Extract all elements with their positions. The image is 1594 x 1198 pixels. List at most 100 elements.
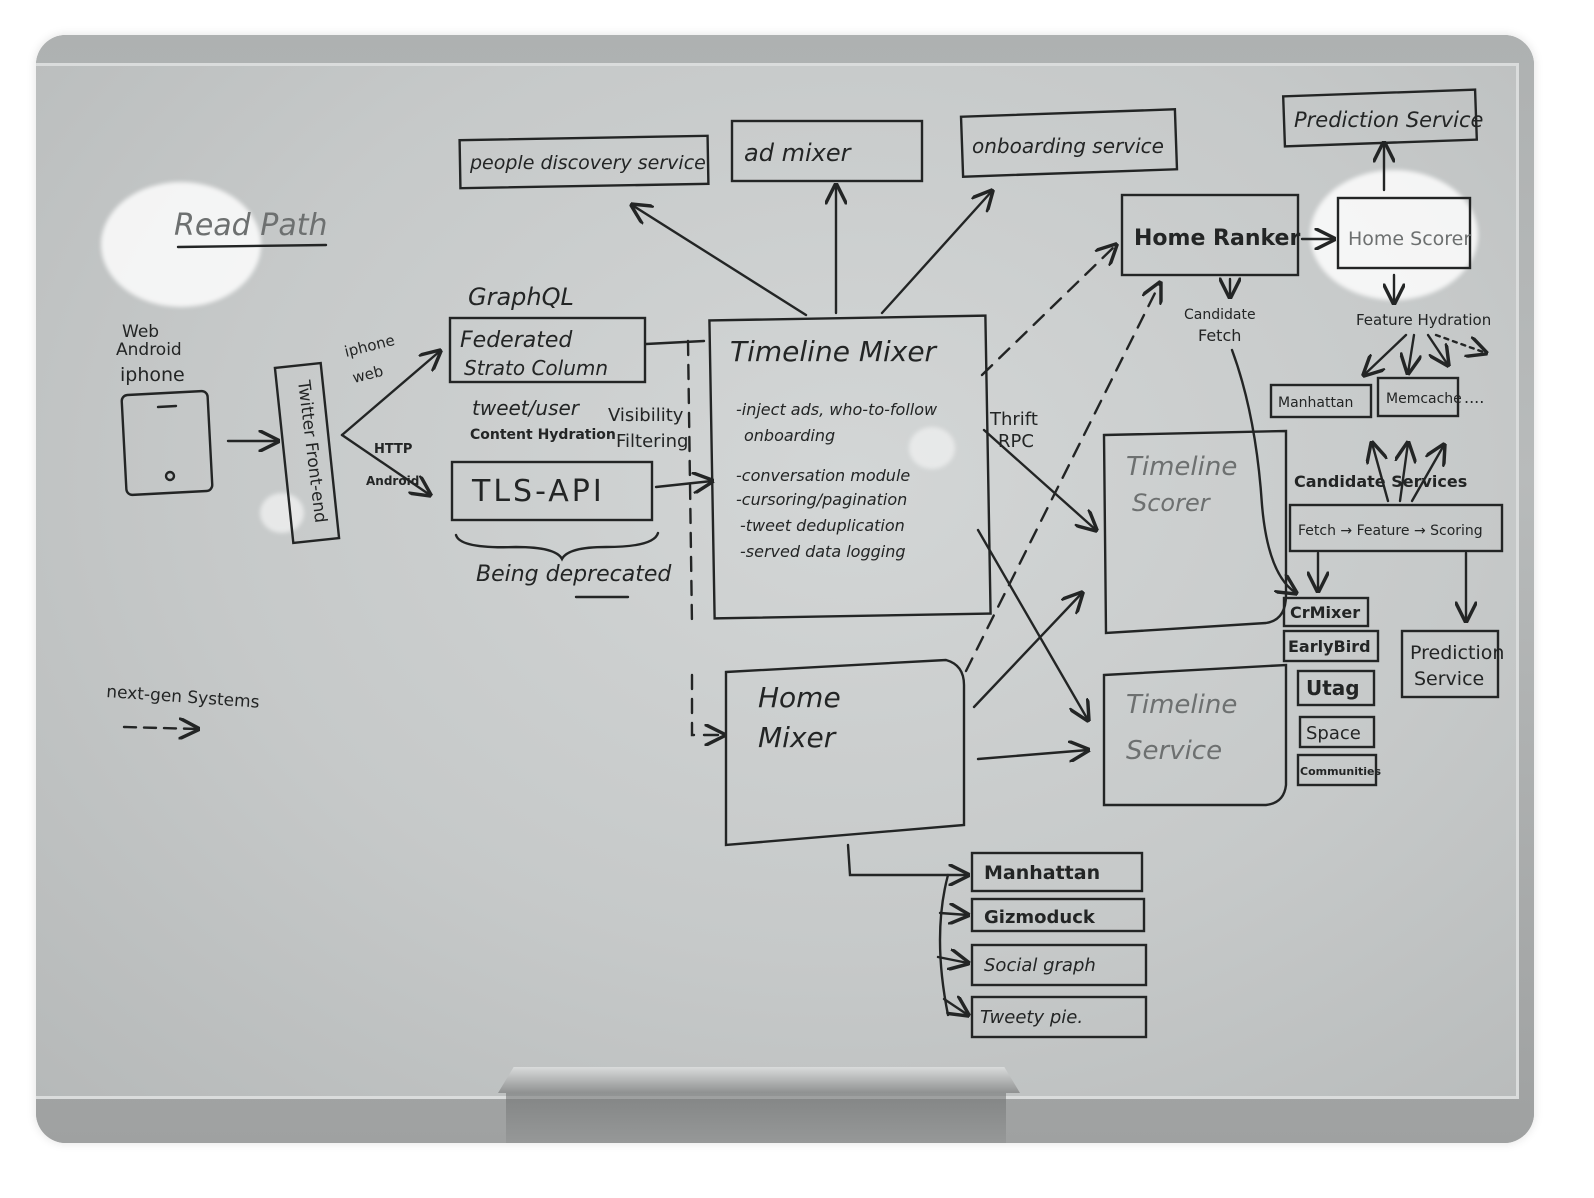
ad-mixer-box xyxy=(730,119,924,183)
home-mixer-label-1: Home xyxy=(758,681,841,714)
candidate-fetch-label-2: Fetch xyxy=(1198,326,1241,345)
edge-label-iphone: iphone xyxy=(343,331,397,361)
gizmoduck-dep-box xyxy=(970,897,1146,933)
ad-mixer-label: ad mixer xyxy=(744,139,853,167)
timeline-scorer-label-2: Scorer xyxy=(1132,489,1212,517)
prediction-service-bottom-label-2: Service xyxy=(1414,668,1484,690)
being-deprecated-label: Being deprecated xyxy=(476,562,672,587)
arrow-hydration-more xyxy=(1426,333,1448,365)
content-hydration-note: Content Hydration xyxy=(470,427,616,443)
arrow-mixer-onboarding xyxy=(880,191,992,315)
edge-label-http: HTTP xyxy=(374,442,412,457)
light-glare-left xyxy=(101,182,261,307)
tm-bullet-1: -inject ads, who-to-follow xyxy=(736,400,938,419)
arrow-tls-mixer xyxy=(654,481,712,487)
earlybird-box xyxy=(1282,629,1380,663)
tweet-user-note: tweet/user xyxy=(472,396,581,420)
arrow-candidate-up-3 xyxy=(1410,445,1444,503)
title-underline xyxy=(176,243,328,249)
client-iphone-label: iphone xyxy=(120,364,185,386)
onboarding-label: onboarding service xyxy=(972,134,1164,158)
store-memcache-label: Memcache xyxy=(1386,391,1462,407)
marker-tray-shadow xyxy=(506,1093,1006,1143)
timeline-service-label-1: Timeline xyxy=(1126,690,1237,720)
arrow-hydration-manhattan xyxy=(1364,333,1408,375)
dashed-mixer-ranker xyxy=(980,245,1116,377)
timeline-mixer-box xyxy=(708,314,992,620)
arrow-mixer-tlservice xyxy=(976,528,1088,720)
home-ranker-label: Home Ranker xyxy=(1134,226,1300,251)
dashed-to-homemixer xyxy=(690,673,724,735)
legend-label: next-gen Systems xyxy=(106,682,261,713)
whiteboard-drawing: Read Path Web Android iphone Twitter Fro… xyxy=(106,88,1504,1039)
rpc-label: RPC xyxy=(998,431,1034,452)
phone-icon xyxy=(120,389,214,497)
home-scorer-box xyxy=(1336,196,1472,270)
prediction-service-bottom-box xyxy=(1400,629,1500,699)
visibility-note: Visibility xyxy=(608,405,684,426)
cs-space-label: Space xyxy=(1306,723,1361,744)
utag-box xyxy=(1296,669,1376,707)
prediction-service-bottom-label-1: Prediction xyxy=(1410,642,1504,664)
thrift-label: Thrift xyxy=(989,409,1038,430)
arrow-to-socialgraph xyxy=(936,957,968,963)
people-discovery-box xyxy=(458,134,710,190)
store-more-label: .... xyxy=(1464,388,1484,407)
tm-bullet-2: onboarding xyxy=(744,426,835,445)
strato-column-label: Strato Column xyxy=(464,356,608,380)
arrow-homemixer-tlscorer xyxy=(972,593,1082,709)
arrow-fetch-crmixer xyxy=(1230,348,1296,593)
onboarding-box xyxy=(959,108,1179,178)
tm-bullet-5: -tweet deduplication xyxy=(740,516,905,535)
store-manhattan-label: Manhattan xyxy=(1278,395,1353,411)
timeline-service-box xyxy=(1102,663,1288,807)
arrow-hydration-more2 xyxy=(1434,333,1486,353)
tm-bullet-3: -conversation module xyxy=(736,466,910,485)
home-ranker-box xyxy=(1120,193,1300,277)
whiteboard xyxy=(36,63,1519,1099)
cs-communities-label: Communities xyxy=(1300,765,1381,778)
home-mixer-label-2: Mixer xyxy=(758,721,837,754)
manhattan-store-box xyxy=(1269,383,1373,419)
arrow-graphql-mixer xyxy=(644,339,706,346)
feature-hydration-label: Feature Hydration xyxy=(1356,311,1491,329)
timeline-service-label-2: Service xyxy=(1126,736,1222,766)
home-mixer-box xyxy=(724,658,966,847)
tls-api-box xyxy=(450,460,654,522)
prediction-service-top-label: Prediction Service xyxy=(1294,108,1483,132)
arrow-to-gizmoduck xyxy=(938,913,968,915)
home-scorer-label: Home Scorer xyxy=(1348,228,1471,250)
federated-label: Federated xyxy=(460,328,573,353)
legend-dashed-arrow xyxy=(122,727,198,729)
dep-manhattan-label: Manhattan xyxy=(984,862,1100,884)
space-box xyxy=(1298,715,1376,749)
phone-button xyxy=(164,470,176,482)
arrow-dep-branch xyxy=(938,873,950,1017)
cs-utag-label: Utag xyxy=(1306,676,1360,700)
read-path-title: Read Path xyxy=(174,208,328,243)
dashed-homemixer-ranker xyxy=(964,283,1160,673)
dep-tweetypie-label: Tweety pie. xyxy=(980,1007,1083,1028)
tm-bullet-6: -served data logging xyxy=(740,542,906,561)
arrow-homemixer-deps xyxy=(846,843,968,875)
manhattan-dep-box xyxy=(970,851,1144,893)
marker-tray xyxy=(498,1067,1020,1093)
light-glare-small xyxy=(260,493,304,533)
deprecated-brace xyxy=(454,531,660,562)
timeline-mixer-title: Timeline Mixer xyxy=(730,335,938,368)
federated-strato-box xyxy=(448,316,647,384)
client-android-label: Android xyxy=(116,340,182,360)
arrow-frontend-graphql xyxy=(340,351,440,437)
crmixer-box xyxy=(1282,596,1370,628)
communities-box xyxy=(1296,753,1378,787)
candidate-services-label: Candidate Services xyxy=(1294,472,1467,491)
cs-crmixer-label: CrMixer xyxy=(1290,603,1360,622)
dep-social-graph-label: Social graph xyxy=(984,955,1096,976)
dep-gizmoduck-label: Gizmoduck xyxy=(984,907,1096,928)
arrow-candidate-up-2 xyxy=(1400,443,1408,503)
candidate-pipeline-box xyxy=(1288,503,1504,553)
memcache-store-box xyxy=(1376,376,1460,418)
photo-frame: Read Path Web Android iphone Twitter Fro… xyxy=(36,35,1534,1143)
timeline-scorer-label-1: Timeline xyxy=(1126,452,1237,482)
edge-label-web: web xyxy=(351,362,385,387)
